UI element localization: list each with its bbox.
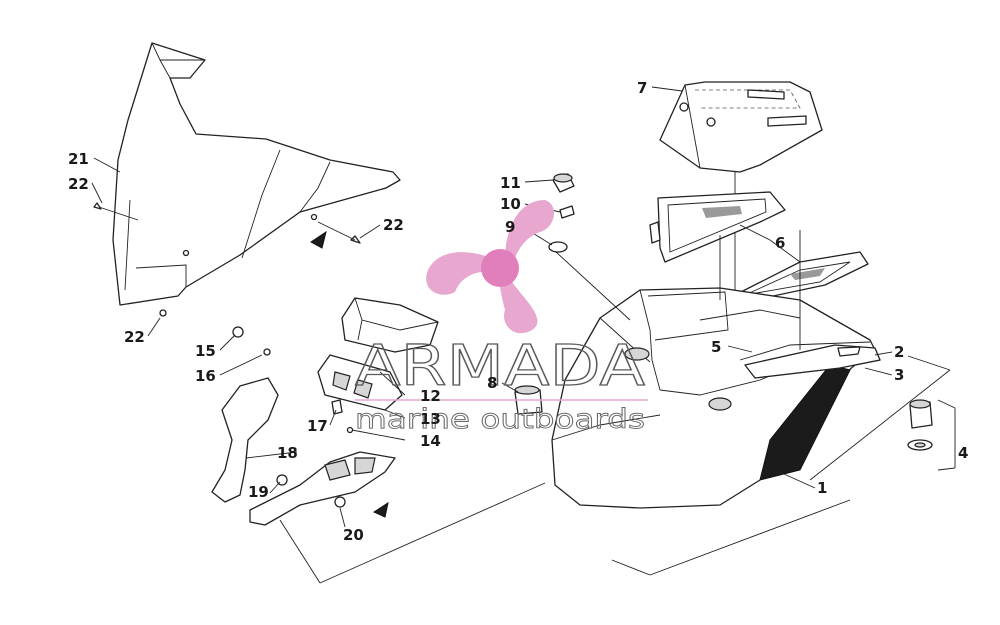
callout-22: 22 [124, 328, 145, 346]
callout-3: 3 [894, 366, 904, 384]
decal-panel-upper [649, 191, 786, 263]
gauge-bracket [317, 354, 403, 411]
watermark-logo [426, 200, 555, 334]
callout-7: 7 [637, 79, 647, 97]
callout-10: 10 [500, 195, 521, 213]
main-hood [551, 230, 881, 509]
power-outlet [907, 399, 933, 451]
watermark-brand: ARMADA [355, 334, 645, 399]
callout-18: 18 [277, 444, 298, 462]
arrow-marker [310, 230, 327, 249]
callout-5: 5 [711, 338, 721, 356]
callout-14: 14 [420, 432, 441, 450]
callout-15: 15 [195, 342, 216, 360]
callout-12: 12 [420, 387, 441, 405]
callout-13: 13 [420, 410, 441, 428]
callout-8: 8 [487, 374, 497, 392]
callout-19: 19 [248, 483, 269, 501]
watermark-tagline: marine outboards [355, 404, 645, 435]
windshield [112, 42, 401, 306]
ignition-parts [548, 173, 631, 321]
callout-9: 9 [505, 218, 515, 236]
mounting-bracket [211, 326, 396, 526]
arrow-marker [372, 501, 389, 518]
callout-21: 21 [68, 150, 89, 168]
callout-16: 16 [195, 367, 216, 385]
callout-6: 6 [775, 234, 785, 252]
callout-17: 17 [307, 417, 328, 435]
callout-11: 11 [500, 174, 521, 192]
callout-22: 22 [68, 175, 89, 193]
instrument-gauge [341, 297, 439, 353]
callout-20: 20 [343, 526, 364, 544]
propeller-blade [500, 282, 538, 334]
leader-lines [91, 86, 956, 584]
propeller-blade [426, 252, 500, 295]
callout-1: 1 [817, 479, 827, 497]
side-rail [744, 344, 881, 379]
callout-4: 4 [958, 444, 968, 462]
propeller-hub [481, 249, 519, 287]
cup-holder [514, 385, 543, 415]
propeller-blade [505, 200, 555, 258]
callout-22: 22 [383, 216, 404, 234]
windshield-screw [93, 202, 361, 317]
callout-2: 2 [894, 343, 904, 361]
